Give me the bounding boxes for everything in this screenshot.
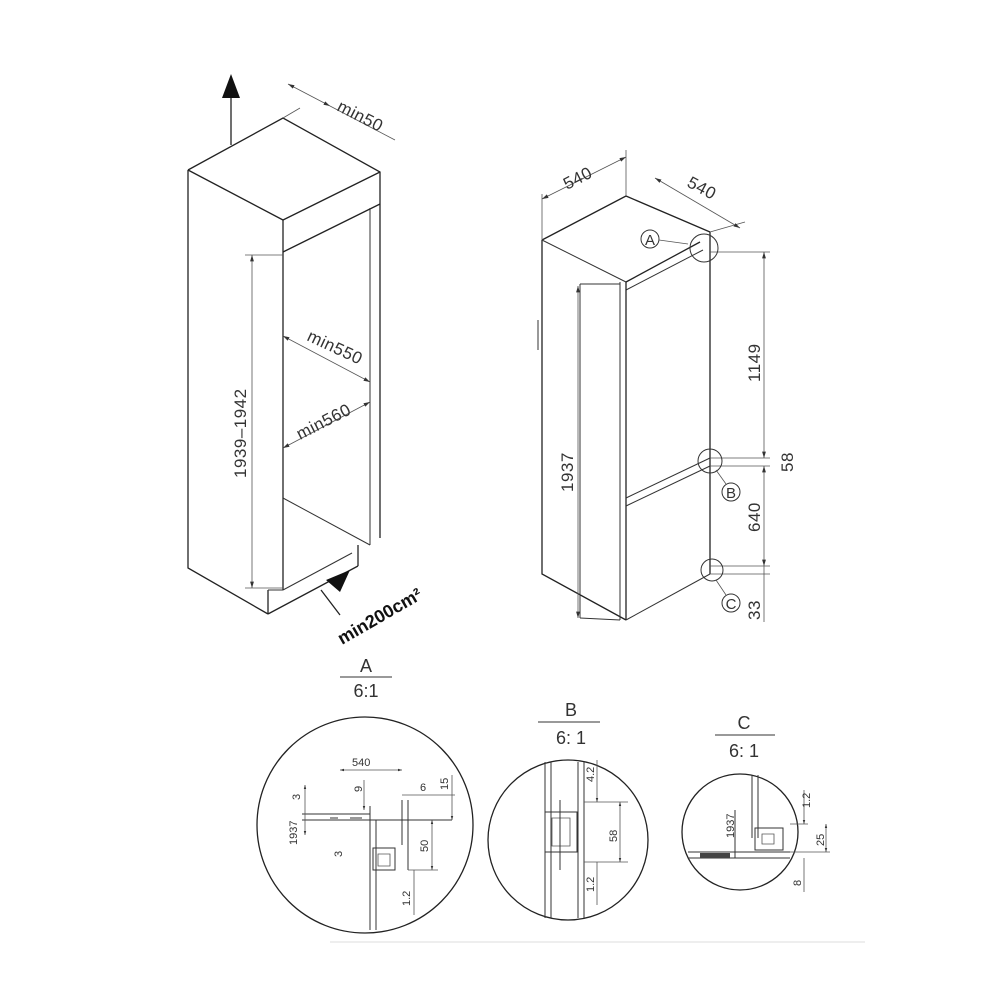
detail-a-circle — [257, 717, 473, 933]
cabinet-left-side — [188, 170, 268, 614]
dim-height: 1937 — [558, 452, 577, 492]
detail-c: C 6: 1 1937 1.2 25 8 — [682, 713, 830, 892]
detail-a-d3b: 3 — [333, 851, 345, 857]
detail-b-circle — [488, 760, 648, 920]
detail-a-scale: 6:1 — [353, 681, 378, 701]
detail-a-d50: 50 — [419, 840, 431, 852]
dim-top-gap: min50 — [334, 97, 386, 136]
detail-b-d42: 4.2 — [585, 767, 597, 782]
dim-depth-inner: min550 — [304, 326, 365, 368]
detail-a-d12: 1.2 — [401, 891, 413, 906]
detail-c-d12: 1.2 — [801, 793, 813, 808]
dim-gap: 58 — [778, 452, 797, 472]
dim-width: 540 — [560, 163, 595, 193]
dim-vent-area: min200cm² — [334, 584, 425, 648]
detail-c-d25: 25 — [815, 834, 827, 846]
appliance-view: 540 540 1937 1149 58 640 33 A B C — [538, 150, 797, 622]
dim-depth: 540 — [684, 173, 719, 204]
dim-lower-door: 640 — [745, 502, 764, 532]
detail-c-circle — [682, 774, 798, 890]
detail-c-height: 1937 — [725, 814, 737, 838]
dim-bottom: 33 — [745, 600, 764, 620]
dim-niche-height: 1939–1942 — [231, 388, 250, 478]
detail-c-scale: 6: 1 — [729, 741, 759, 761]
detail-a-d3a: 3 — [291, 794, 303, 800]
marker-b: B — [726, 485, 736, 502]
detail-a: A 6:1 540 6 3 1937 3 9 15 50 1.2 — [257, 656, 473, 933]
dim-upper-door: 1149 — [745, 343, 764, 382]
detail-b-d58: 58 — [608, 830, 620, 842]
detail-a-letter: A — [360, 656, 372, 676]
detail-a-d9: 9 — [353, 786, 365, 792]
cabinet-niche-view: min50 1939–1942 min550 min560 min200cm² — [188, 74, 425, 648]
dim-depth-outer: min560 — [293, 400, 354, 444]
cabinet-top-front-edge — [188, 170, 283, 220]
bottom-vent-arrow-icon — [326, 570, 350, 592]
appliance-top — [542, 196, 710, 240]
detail-circle-c — [701, 559, 723, 581]
detail-c-d8: 8 — [792, 880, 804, 886]
detail-circle-a — [690, 234, 718, 262]
detail-a-height: 1937 — [288, 821, 300, 845]
detail-a-offset: 6 — [420, 782, 426, 794]
detail-c-letter: C — [738, 713, 751, 733]
ventilation-up-arrow-icon — [222, 74, 240, 98]
detail-b-d12: 1.2 — [585, 877, 597, 892]
marker-a: A — [645, 232, 655, 249]
detail-a-width: 540 — [352, 757, 370, 769]
dim-depth-outer-line — [283, 402, 370, 448]
detail-a-d15: 15 — [439, 778, 451, 790]
marker-c: C — [726, 596, 737, 613]
door-split — [626, 458, 710, 498]
detail-b-letter: B — [565, 700, 577, 720]
cabinet-top-edge — [188, 118, 380, 538]
detail-b-scale: 6: 1 — [556, 728, 586, 748]
dim-depth-inner-line — [283, 336, 370, 382]
detail-circle-b — [698, 449, 722, 473]
detail-b: B 6: 1 58 4.2 1.2 — [488, 700, 648, 920]
